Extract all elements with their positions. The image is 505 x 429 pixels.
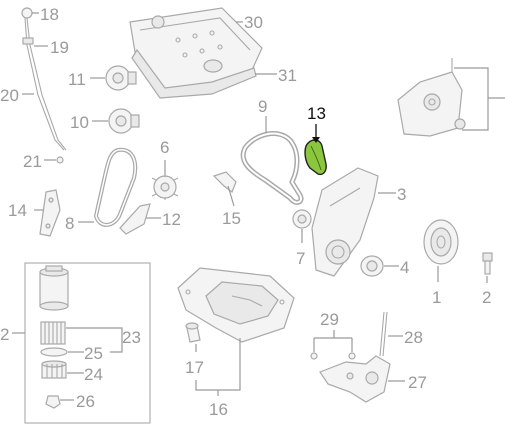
callout-19[interactable]: 19 xyxy=(50,38,69,57)
callout-4[interactable]: 4 xyxy=(400,258,409,277)
oil-filter-element[interactable] xyxy=(40,321,66,345)
callout-15[interactable]: 15 xyxy=(222,209,241,228)
callout-9[interactable]: 9 xyxy=(258,97,267,116)
chain-guide-left[interactable] xyxy=(39,189,61,237)
callout-26[interactable]: 26 xyxy=(76,392,95,411)
chain-sprocket[interactable] xyxy=(151,174,179,200)
callout-8[interactable]: 8 xyxy=(65,214,74,233)
chain-tensioner-rail[interactable] xyxy=(119,203,151,235)
callout-29[interactable]: 29 xyxy=(320,310,339,329)
oil-filter-housing[interactable] xyxy=(39,265,69,311)
oil-pan[interactable] xyxy=(177,267,295,343)
crankshaft-seal[interactable] xyxy=(360,255,384,277)
callout-16[interactable]: 16 xyxy=(209,400,228,419)
callout-27[interactable]: 27 xyxy=(408,373,427,392)
timing-belt-tensioner-rail[interactable] xyxy=(304,139,327,176)
callout-31[interactable]: 31 xyxy=(278,66,297,85)
timing-chain[interactable] xyxy=(93,147,138,227)
timing-belt[interactable] xyxy=(240,131,304,205)
callout-17[interactable]: 17 xyxy=(185,358,204,377)
callout-13[interactable]: 13 xyxy=(307,104,326,123)
pulley-bolt[interactable] xyxy=(482,252,493,275)
cylinder-head-cover[interactable] xyxy=(129,7,263,99)
callout-7[interactable]: 7 xyxy=(296,249,305,268)
callout-11[interactable]: 11 xyxy=(68,70,86,89)
callout-6[interactable]: 6 xyxy=(160,138,169,157)
callout-3[interactable]: 3 xyxy=(397,185,406,204)
callout-24[interactable]: 24 xyxy=(84,365,103,384)
crankshaft-pulley[interactable] xyxy=(423,219,459,265)
highlighted-part[interactable] xyxy=(304,139,327,176)
oil-drain-plug[interactable] xyxy=(185,322,201,343)
camshaft-sprocket-upper[interactable] xyxy=(105,65,137,91)
dipstick-seal[interactable] xyxy=(56,156,64,164)
callout-28[interactable]: 28 xyxy=(404,328,423,347)
callout-1[interactable]: 1 xyxy=(432,288,441,307)
callout-21[interactable]: 21 xyxy=(23,152,42,171)
callout-14[interactable]: 14 xyxy=(8,201,27,220)
callout-2-left[interactable]: 2 xyxy=(0,325,9,344)
callout-12[interactable]: 12 xyxy=(162,210,181,229)
oil-pump-pickup[interactable] xyxy=(319,355,391,403)
callout-25[interactable]: 25 xyxy=(84,344,103,363)
oil-pump-drive-shaft[interactable] xyxy=(379,311,388,357)
oil-dipstick[interactable] xyxy=(21,7,67,151)
camshaft-sprocket-lower[interactable] xyxy=(108,108,140,134)
camshaft-seal[interactable] xyxy=(292,209,312,229)
oil-filter-group-frame xyxy=(24,262,151,424)
pickup-bolt-left[interactable] xyxy=(310,352,318,360)
oil-filter-cap[interactable] xyxy=(41,360,67,379)
callout-2[interactable]: 2 xyxy=(482,288,491,307)
callout-10[interactable]: 10 xyxy=(70,113,89,132)
oil-pump-housing[interactable] xyxy=(397,58,466,137)
drain-plug-small[interactable] xyxy=(45,395,61,409)
callout-18[interactable]: 18 xyxy=(40,5,59,24)
oil-filter-seal[interactable] xyxy=(40,347,68,357)
pickup-bolt-right[interactable] xyxy=(348,352,356,360)
callout-30[interactable]: 30 xyxy=(244,13,263,32)
callout-20[interactable]: 20 xyxy=(0,86,19,105)
callout-23[interactable]: 23 xyxy=(122,328,141,347)
tensioner-bracket[interactable] xyxy=(212,171,237,193)
timing-cover[interactable] xyxy=(311,167,379,277)
